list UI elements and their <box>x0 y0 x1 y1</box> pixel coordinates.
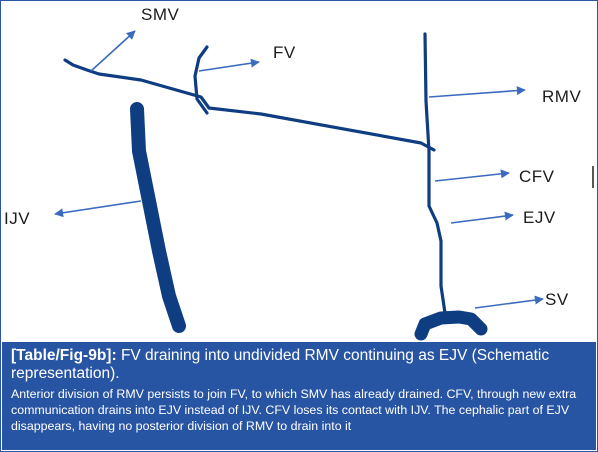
rmv-ejv-line <box>423 32 447 315</box>
rmv-anterior-division-line <box>63 58 436 152</box>
ijv-arrow <box>54 200 142 218</box>
caption-description: Anterior division of RMV persists to joi… <box>11 387 577 433</box>
smv-label: SMV <box>141 5 180 24</box>
figure-caption: [Table/Fig-9b]: FV draining into undivid… <box>2 342 596 450</box>
cfv-arrow <box>434 169 510 182</box>
caption-title-line: [Table/Fig-9b]: FV draining into undivid… <box>11 347 588 383</box>
fv-arrow <box>198 58 260 72</box>
ejv-label: EJV <box>523 208 556 227</box>
ijv-line <box>130 102 186 333</box>
cfv-label: CFV <box>519 167 555 186</box>
caption-title: FV draining into undivided RMV continuin… <box>11 347 550 382</box>
sv-label: SV <box>545 290 569 309</box>
sv-arrow <box>474 295 544 309</box>
smv-arrow <box>90 30 136 72</box>
ejv-arrow <box>450 211 514 224</box>
fv-line <box>193 45 209 115</box>
caption-reference: [Table/Fig-9b]: <box>11 347 117 364</box>
vein-diagram: SMV FV RMV CFV EJV IJV SV <box>4 5 594 341</box>
rmv-arrow <box>428 86 526 98</box>
sv-line <box>414 310 488 341</box>
ijv-label: IJV <box>4 209 30 228</box>
rmv-label: RMV <box>542 87 581 106</box>
fv-label: FV <box>273 43 296 62</box>
